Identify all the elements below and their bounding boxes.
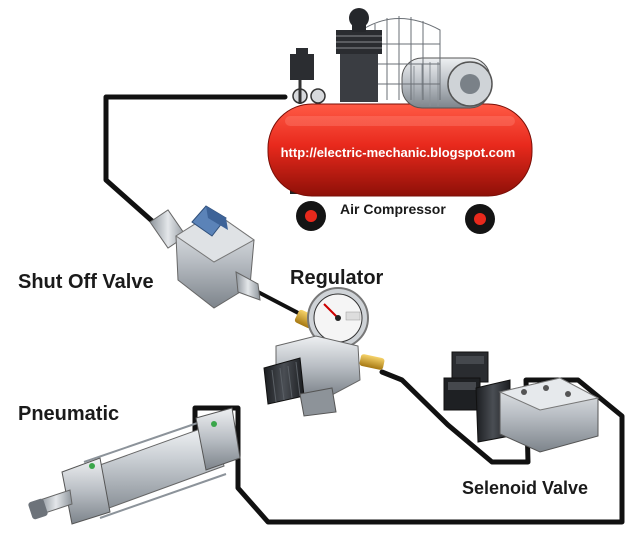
compressor-motor [401, 57, 493, 109]
air-compressor: http://electric-mechanic.blogspot.com [267, 8, 533, 234]
label-pneumatic: Pneumatic [18, 403, 119, 425]
hose-compressor-to-valve [103, 94, 288, 231]
solenoid-valve [443, 351, 600, 453]
regulator-knob [263, 357, 305, 405]
compressor-pump-head [336, 8, 382, 102]
shut-off-valve [149, 205, 261, 309]
solenoid-coil-upper [451, 351, 489, 383]
compressor-tank [267, 103, 533, 197]
hose-regulator-to-solenoid [192, 369, 625, 525]
compressor-wheel-right [465, 204, 495, 234]
compressor-pressure-switch [290, 48, 326, 104]
label-solenoid-valve: Selenoid Valve [462, 478, 588, 498]
label-air-compressor: Air Compressor [340, 201, 446, 217]
label-shut-off-valve: Shut Off Valve [18, 271, 154, 293]
hose-valve-to-regulator [256, 290, 306, 318]
regulator-gauge [307, 287, 369, 349]
valve-handle [191, 205, 228, 237]
compressor-wheel-left [296, 201, 326, 231]
air-hoses [103, 94, 625, 525]
label-regulator: Regulator [290, 267, 384, 289]
regulator [263, 287, 385, 417]
solenoid-coil-lower [443, 377, 481, 411]
website-watermark: http://electric-mechanic.blogspot.com [281, 145, 516, 160]
pneumatic-cylinder [28, 407, 241, 525]
